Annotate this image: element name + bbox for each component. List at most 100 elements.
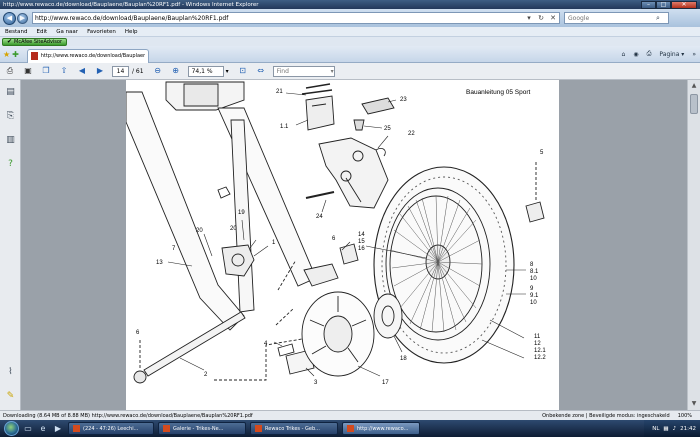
- drawing-title: Bauanleitung 05 Sport: [466, 89, 531, 96]
- label-9: 9: [530, 286, 534, 292]
- next-page-icon[interactable]: ▶: [96, 66, 104, 75]
- menu-edit[interactable]: Edit: [36, 28, 48, 35]
- status-text: Downloading (8.64 MB of 8.88 MB) http://…: [3, 412, 253, 419]
- save-icon[interactable]: ▣: [24, 66, 32, 75]
- pdf-side-panel: ▤ ⎘ ▥ ? ⌇ ✎: [0, 80, 21, 410]
- page-number-input[interactable]: 14: [112, 65, 129, 77]
- comments-icon[interactable]: ✎: [6, 391, 15, 401]
- bookmarks-icon[interactable]: ▥: [6, 135, 15, 145]
- status-bar: Downloading (8.64 MB of 8.88 MB) http://…: [0, 410, 700, 420]
- page-menu[interactable]: Pagina ▾: [659, 50, 685, 58]
- feeds-icon[interactable]: ◉: [633, 50, 639, 58]
- label-22: 22: [408, 131, 415, 137]
- task-button-3[interactable]: Rewaco Trikes - Geb...: [250, 422, 338, 435]
- add-favorite-icon[interactable]: ✚: [12, 49, 19, 59]
- url-text: http://www.rewaco.de/download/Bauplaene/…: [35, 14, 229, 22]
- network-icon[interactable]: ▦: [663, 425, 669, 432]
- language-indicator[interactable]: NL: [652, 425, 660, 432]
- zoom-level[interactable]: 100%: [677, 412, 692, 419]
- shield-icon: ✔: [7, 37, 13, 45]
- menu-bestand[interactable]: Bestand: [5, 28, 28, 35]
- label-15: 15: [358, 239, 365, 245]
- search-box: ⌕: [564, 12, 669, 24]
- label-8-1: 8.1: [530, 269, 539, 275]
- home-icon[interactable]: ⌂: [621, 50, 626, 58]
- volume-icon[interactable]: ♪: [672, 425, 677, 432]
- print-icon[interactable]: ⎙: [6, 66, 14, 75]
- favorites-star-icon[interactable]: ★: [3, 49, 11, 59]
- more-tools[interactable]: »: [692, 50, 696, 58]
- label-9-1: 9.1: [530, 293, 539, 299]
- label-12-1: 12.1: [534, 348, 546, 354]
- label-23: 23: [400, 97, 407, 103]
- scroll-up-icon[interactable]: ▲: [691, 82, 697, 89]
- label-6a: 6: [332, 236, 336, 242]
- find-label: Find: [276, 67, 289, 75]
- search-icon[interactable]: ⌕: [656, 13, 660, 22]
- pages-icon[interactable]: ❐: [42, 66, 50, 75]
- menu-ga-naar[interactable]: Ga naar: [56, 28, 79, 35]
- dropdown-icon[interactable]: ▾: [527, 14, 531, 22]
- url-field[interactable]: http://www.rewaco.de/download/Bauplaene/…: [32, 12, 560, 24]
- label-8: 8: [530, 262, 534, 268]
- task-button-1[interactable]: (224 - 47:26) Leechi...: [68, 422, 154, 435]
- label-7: 7: [172, 246, 176, 252]
- zoom-dropdown-icon[interactable]: ▾: [225, 67, 229, 75]
- security-zone: Onbekende zone | Beveiligde modus: inges…: [542, 412, 670, 419]
- zoom-in-icon[interactable]: ⊕: [172, 66, 179, 75]
- back-button[interactable]: ◀: [3, 11, 16, 25]
- scroll-down-icon[interactable]: ▼: [691, 400, 697, 407]
- fit-width-icon[interactable]: ⇔: [257, 66, 264, 75]
- tab-pdf[interactable]: http://www.rewaco.de/download/Bauplaene/…: [26, 48, 149, 63]
- pages-panel-icon[interactable]: ▤: [6, 87, 15, 97]
- label-12: 12: [534, 341, 541, 347]
- tab-bar: ★ ✚ http://www.rewaco.de/download/Baupla…: [0, 46, 700, 63]
- label-25: 25: [384, 126, 391, 132]
- refresh-icon[interactable]: ↻: [538, 14, 544, 22]
- stop-icon[interactable]: ✕: [550, 14, 556, 22]
- zoom-out-icon[interactable]: ⊖: [154, 66, 161, 75]
- start-button[interactable]: [4, 421, 19, 436]
- app-icon: [347, 425, 354, 432]
- app-icon: [255, 425, 262, 432]
- attachments-icon[interactable]: ⎘: [6, 111, 15, 121]
- task-button-4[interactable]: http://www.rewaco...: [342, 422, 420, 435]
- show-desktop-icon[interactable]: ▭: [24, 423, 32, 433]
- minimize-button[interactable]: –: [641, 0, 656, 9]
- tab-label: http://www.rewaco.de/download/Bauplaene/…: [40, 53, 145, 59]
- command-bar: ⌂ ◉ ⎙ Pagina ▾ »: [614, 50, 696, 58]
- title-bar: http://www.rewaco.de/download/Bauplaene/…: [0, 0, 700, 9]
- forward-button[interactable]: ▶: [17, 12, 28, 24]
- siteadvisor-button[interactable]: ✔ McAfee SiteAdvisor: [2, 37, 68, 46]
- menu-favorieten[interactable]: Favorieten: [87, 28, 116, 35]
- search-input[interactable]: [568, 14, 656, 22]
- siteadvisor-label: McAfee SiteAdvisor: [14, 38, 63, 45]
- fit-page-icon[interactable]: ⊡: [239, 66, 246, 75]
- ie-icon[interactable]: e: [40, 423, 46, 433]
- window-title: http://www.rewaco.de/download/Bauplaene/…: [3, 1, 259, 8]
- close-button[interactable]: ✕: [671, 0, 697, 9]
- find-field[interactable]: Find ▾: [272, 65, 335, 77]
- zoom-field[interactable]: 74,1 %: [187, 65, 224, 77]
- label-19: 19: [238, 210, 245, 216]
- first-page-icon[interactable]: ⇧: [60, 66, 68, 75]
- label-20b: 20: [230, 226, 237, 232]
- label-21: 21: [276, 89, 283, 95]
- find-dropdown-icon[interactable]: ▾: [330, 67, 334, 75]
- maximize-button[interactable]: □: [656, 0, 671, 9]
- exploded-diagram: Bauanleitung 05 Sport 21 23 1.1 25 22 5 …: [126, 81, 546, 386]
- app-icon: [73, 425, 80, 432]
- paperclip-icon[interactable]: ⌇: [8, 367, 13, 377]
- media-icon[interactable]: ▶: [54, 423, 62, 433]
- prev-page-icon[interactable]: ◀: [78, 66, 86, 75]
- menu-help[interactable]: Help: [124, 28, 138, 35]
- label-10b: 10: [530, 300, 537, 306]
- print-icon[interactable]: ⎙: [646, 50, 652, 57]
- vertical-scrollbar[interactable]: ▲ ▼: [687, 80, 700, 410]
- pdf-page: Bauanleitung 05 Sport 21 23 1.1 25 22 5 …: [126, 80, 559, 410]
- task-button-2[interactable]: Galerie - Trikes-Ne...: [158, 422, 246, 435]
- help-icon[interactable]: ?: [8, 159, 13, 169]
- scroll-thumb[interactable]: [690, 94, 698, 114]
- clock[interactable]: 21:42: [680, 425, 696, 432]
- label-1: 1: [272, 240, 276, 246]
